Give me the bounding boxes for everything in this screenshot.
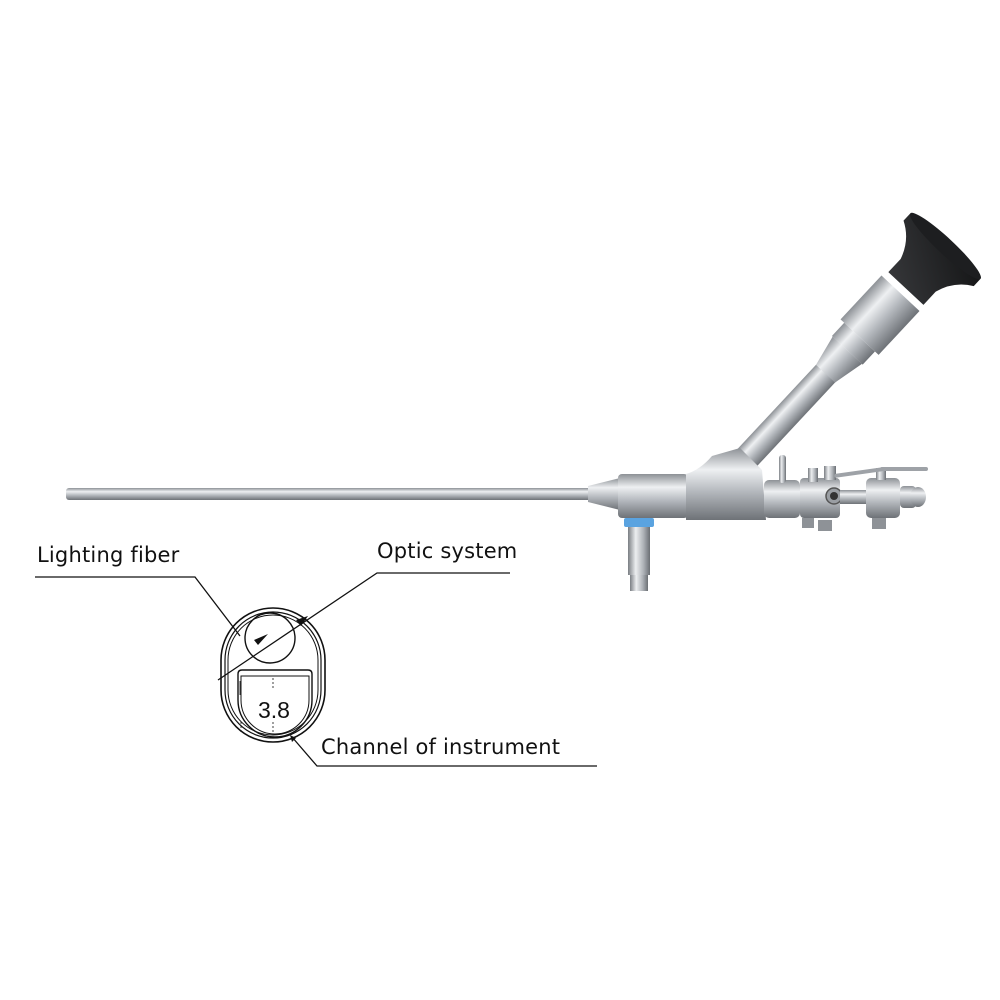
shaft-cone [588,478,620,510]
optic-system-leader [217,572,510,681]
light-post [628,527,650,575]
housing [686,448,766,520]
scope-body [618,474,688,518]
label-optic-system: Optic system [377,539,518,563]
eyepiece-tube [735,275,920,469]
channel-leader [291,736,597,767]
eyecup [888,212,981,305]
label-channel-of-instrument: Channel of instrument [321,735,561,759]
channel-dimension: 3.8 [258,697,290,723]
pin [779,455,786,483]
lighting-fiber-leader [35,576,241,637]
optic-system-circle [244,612,296,664]
instrument-channel [237,669,313,738]
scope-shaft [66,488,592,500]
outer-tube-outline [220,607,326,743]
blue-ring [624,518,654,527]
label-lighting-fiber: Lighting fiber [37,543,180,567]
stopcock-valves [800,466,928,531]
body-collar [764,480,800,518]
light-post-tip [630,575,648,591]
cross-section-diagram [35,572,597,767]
